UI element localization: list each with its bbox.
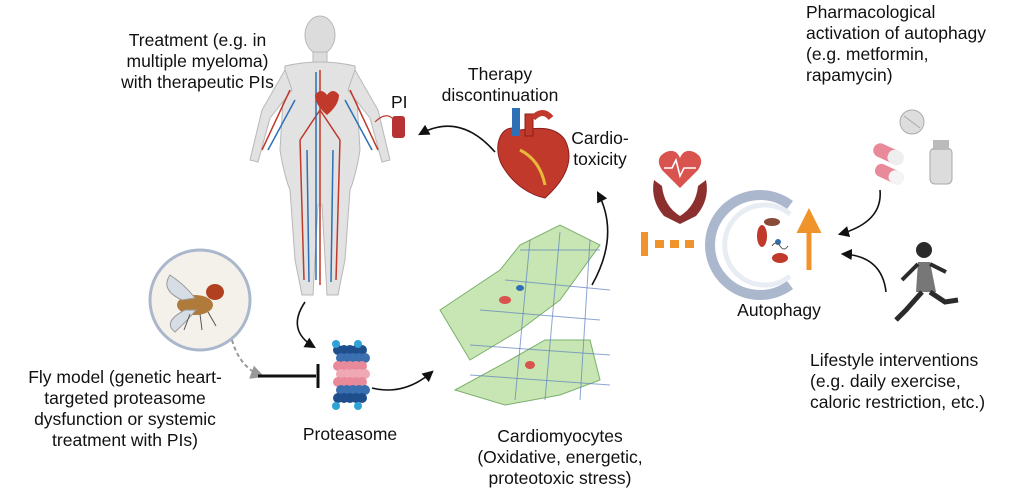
proteasome-subunit	[360, 385, 370, 395]
proteasome-cap	[332, 402, 340, 410]
proteasome-subunit	[360, 369, 370, 379]
human-body-illustration	[249, 15, 391, 296]
fly-model-label: Fly model (genetic heart- targeted prote…	[28, 367, 222, 450]
autophagy-label: Autophagy	[737, 300, 821, 320]
cardiotoxicity-label: Cardio- toxicity	[571, 128, 629, 169]
runner-illustration	[894, 242, 959, 322]
proteasome-subunit	[357, 361, 367, 371]
fly-dashed-arrow	[231, 339, 265, 379]
arrow-proteasome-to-cardiomyocytes	[371, 370, 434, 391]
orange-inhibition-connector	[641, 232, 694, 256]
therapy-discontinuation-label: Therapy discontinuation	[441, 64, 559, 105]
arrow-to-cardiotoxicity	[591, 191, 609, 286]
proteasome-subunit	[357, 393, 367, 403]
lifestyle-label: Lifestyle interventions (e.g. daily exer…	[810, 350, 986, 412]
pharmacological-label: Pharmacological activation of autophagy …	[806, 2, 986, 85]
proteasome-subunit	[357, 377, 367, 387]
cardiomyocytes-label: Cardiomyocytes (Oxidative, energetic, pr…	[477, 426, 643, 488]
fly-illustration	[148, 248, 252, 352]
proteasome-illustration	[332, 340, 370, 410]
autophagosome-illustration	[705, 190, 793, 300]
proteasome-label: Proteasome	[302, 424, 398, 444]
arrow-body-to-proteasome	[296, 301, 316, 349]
inhibition-line	[258, 364, 320, 388]
arrow-to-body	[418, 124, 496, 153]
proteasome-subunit	[360, 353, 370, 363]
pi-label: PI	[391, 92, 408, 112]
arrow-pills-to-autophagy	[837, 189, 881, 237]
proteasome-cap	[332, 340, 340, 348]
pi-infusion-bag	[374, 115, 405, 138]
heart-illustration	[497, 108, 570, 199]
cardiomyocytes-illustration	[439, 224, 611, 406]
treatment-label: Treatment (e.g. in multiple myeloma) wit…	[121, 30, 274, 92]
pills-illustration	[873, 109, 953, 185]
proteasome-cap	[354, 402, 362, 410]
proteasome-cap	[354, 340, 362, 348]
care-hands-icon	[653, 150, 707, 224]
arrow-lifestyle-to-autophagy	[840, 248, 887, 293]
